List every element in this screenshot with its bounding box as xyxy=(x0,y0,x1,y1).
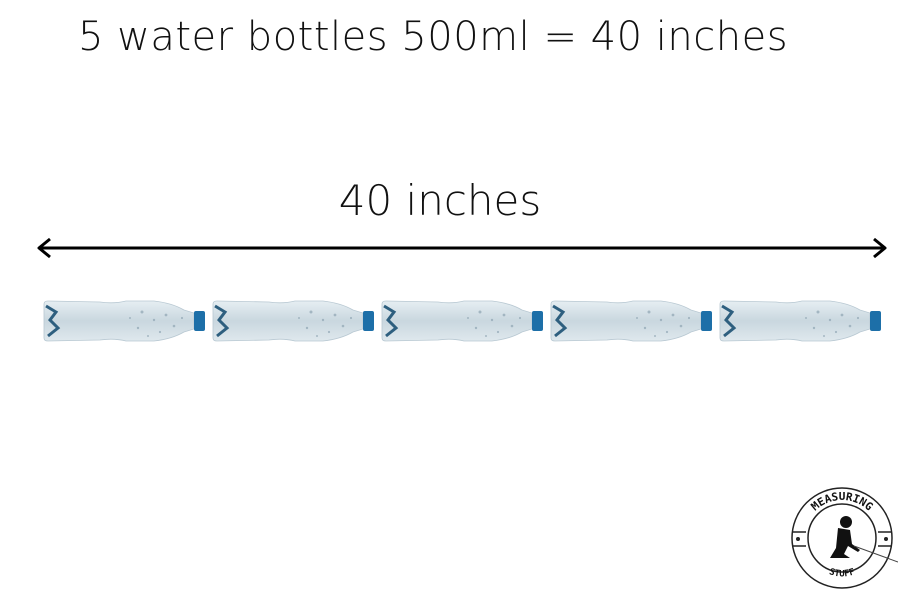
bottle-row xyxy=(42,298,883,344)
page-title: 5 water bottles 500ml = 40 inches xyxy=(77,14,789,60)
kneeling-person-icon xyxy=(830,516,860,558)
double-arrow-icon xyxy=(37,237,887,259)
water-bottle xyxy=(381,300,543,342)
water-bottle xyxy=(550,300,712,342)
measuring-stuff-logo: MEASURING STUFF xyxy=(791,487,898,589)
water-bottle xyxy=(719,300,881,342)
logo-bottom-text: STUFF xyxy=(828,567,856,579)
water-bottle xyxy=(43,300,205,342)
water-bottle xyxy=(212,300,374,342)
svg-text:STUFF: STUFF xyxy=(828,567,856,579)
measurement-label: 40 inches xyxy=(338,176,542,225)
